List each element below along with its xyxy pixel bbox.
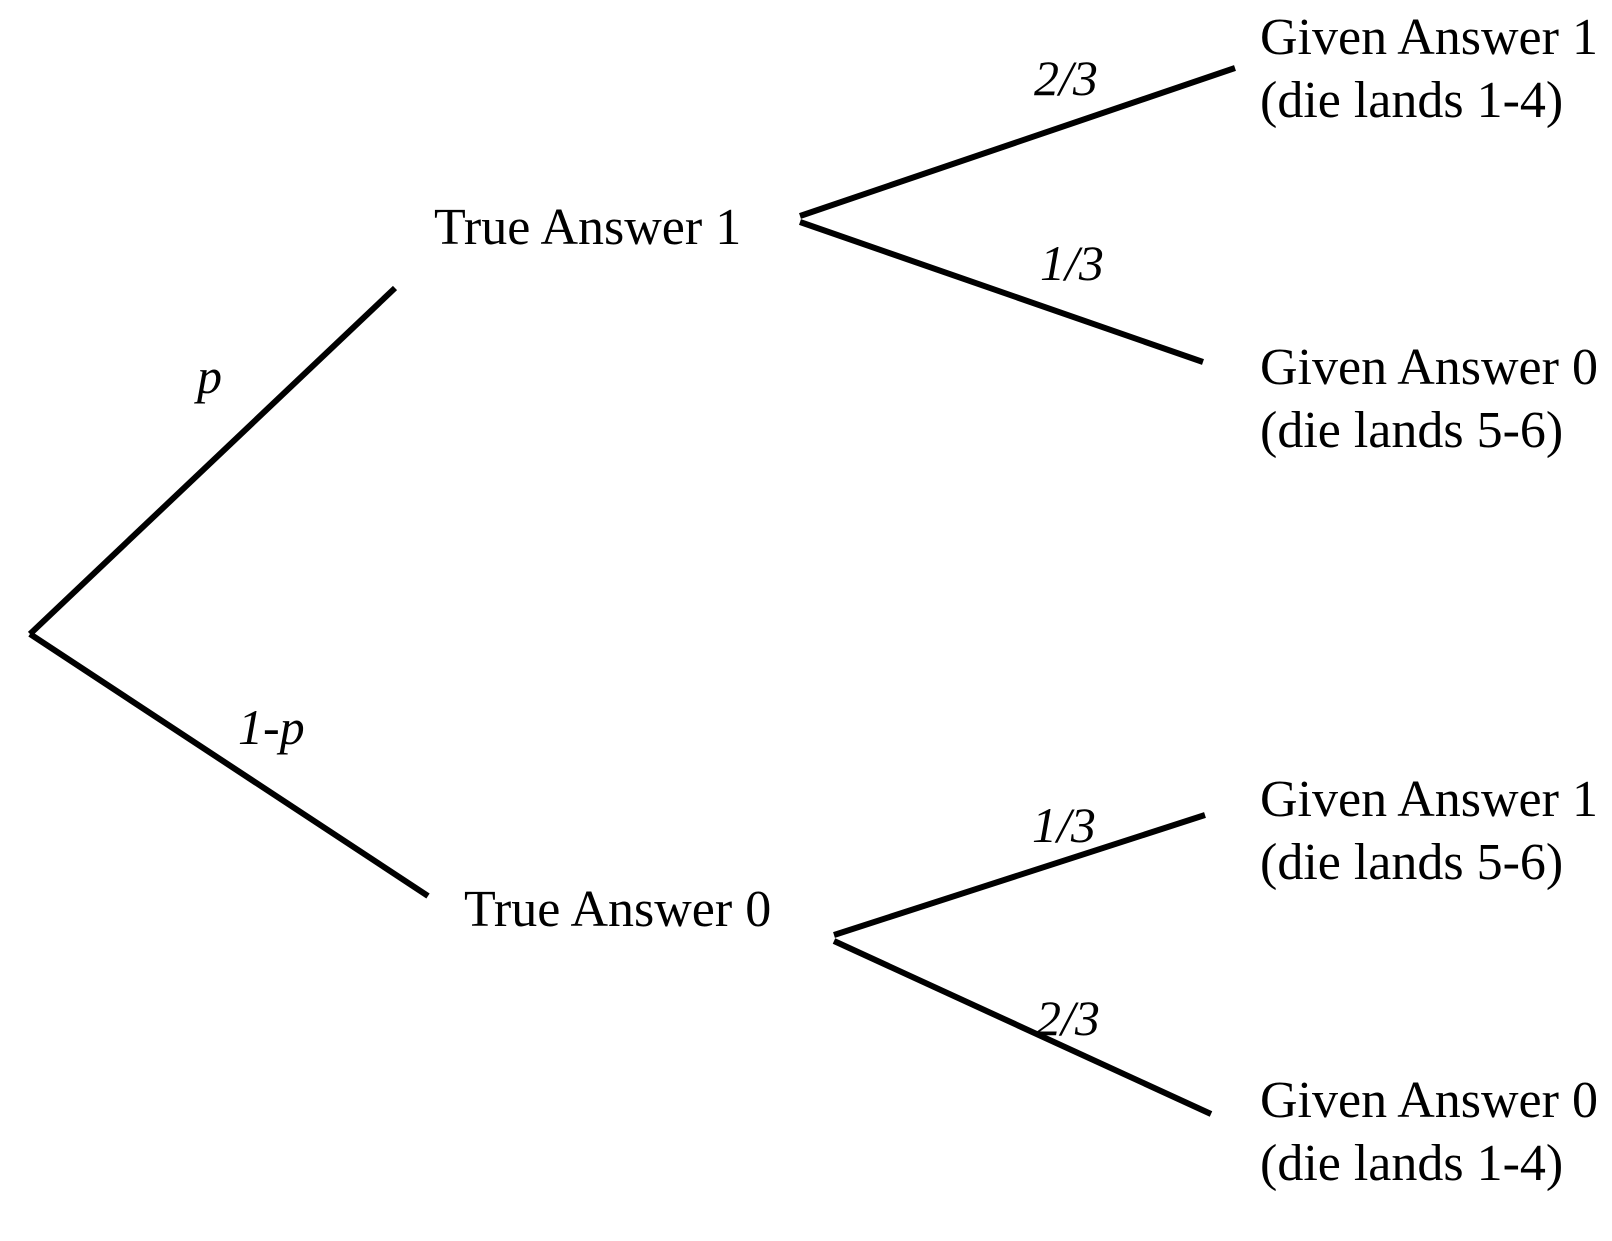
- edge-label-p: p: [197, 348, 222, 404]
- outcome-label-1: Given Answer 1 (die lands 1-4): [1260, 6, 1598, 133]
- outcome-label-3: Given Answer 1 (die lands 5-6): [1260, 768, 1598, 895]
- edge-label-upper-one-third: 1/3: [1040, 235, 1104, 291]
- outcome-4-line1: Given Answer 0: [1260, 1072, 1598, 1129]
- outcome-4-line2: (die lands 1-4): [1260, 1135, 1564, 1193]
- outcome-1-line2: (die lands 1-4): [1260, 72, 1564, 130]
- outcome-label-4: Given Answer 0 (die lands 1-4): [1260, 1069, 1598, 1196]
- outcome-2-line2: (die lands 5-6): [1260, 402, 1564, 460]
- outcome-3-line2: (die lands 5-6): [1260, 834, 1564, 892]
- node-label-true-answer-1: True Answer 1: [434, 199, 742, 256]
- edge-true0-to-given0: [832, 938, 1213, 1117]
- edge-label-lower-two-thirds: 2/3: [1036, 990, 1100, 1046]
- edge-label-one-minus-p: 1-p: [238, 699, 305, 755]
- edge-true1-to-given1: [799, 65, 1236, 219]
- edge-root-to-true-answer-1: [27, 285, 398, 637]
- edge-true0-to-given1: [833, 812, 1206, 938]
- outcome-2-line1: Given Answer 0: [1260, 339, 1598, 396]
- edge-true1-to-given0: [799, 219, 1204, 365]
- edge-label-upper-two-thirds: 2/3: [1034, 50, 1098, 106]
- outcome-label-2: Given Answer 0 (die lands 5-6): [1260, 336, 1598, 463]
- outcome-3-line1: Given Answer 1: [1260, 771, 1598, 828]
- edge-root-to-true-answer-0: [28, 631, 430, 899]
- node-label-true-answer-0: True Answer 0: [464, 881, 772, 938]
- edge-label-lower-one-third: 1/3: [1032, 797, 1096, 853]
- outcome-1-line1: Given Answer 1: [1260, 9, 1598, 66]
